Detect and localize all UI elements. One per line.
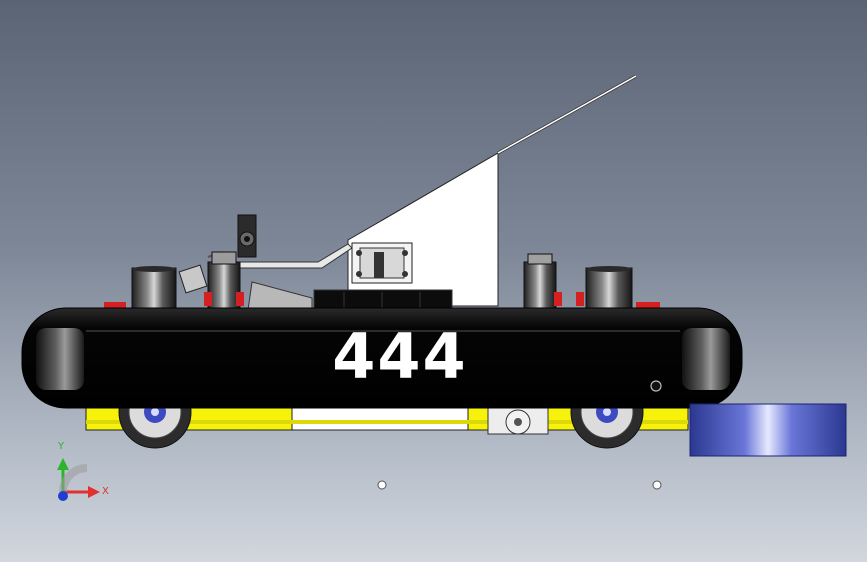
blue-disc [689,403,847,457]
right-motor-can [585,266,633,311]
left-red-spacer [104,302,126,310]
latch-bracket [351,242,413,284]
left-bracket [247,281,313,311]
left-pneumatic-fitting [178,251,244,311]
center-block [313,289,453,313]
bumper [21,307,743,409]
left-motor-can [131,266,177,311]
ground-point [652,480,662,490]
upper-clamp [237,214,257,258]
axis-triad [57,458,100,501]
robot-number: 444 [332,320,468,393]
ramp-plate [207,74,637,307]
right-pneumatic-fitting [523,253,584,311]
ground-point [377,480,387,490]
x-axis-label: X [102,486,109,497]
right-red-spacer [636,302,660,310]
center-pulley [487,403,549,435]
y-axis-label: Y [58,441,65,452]
